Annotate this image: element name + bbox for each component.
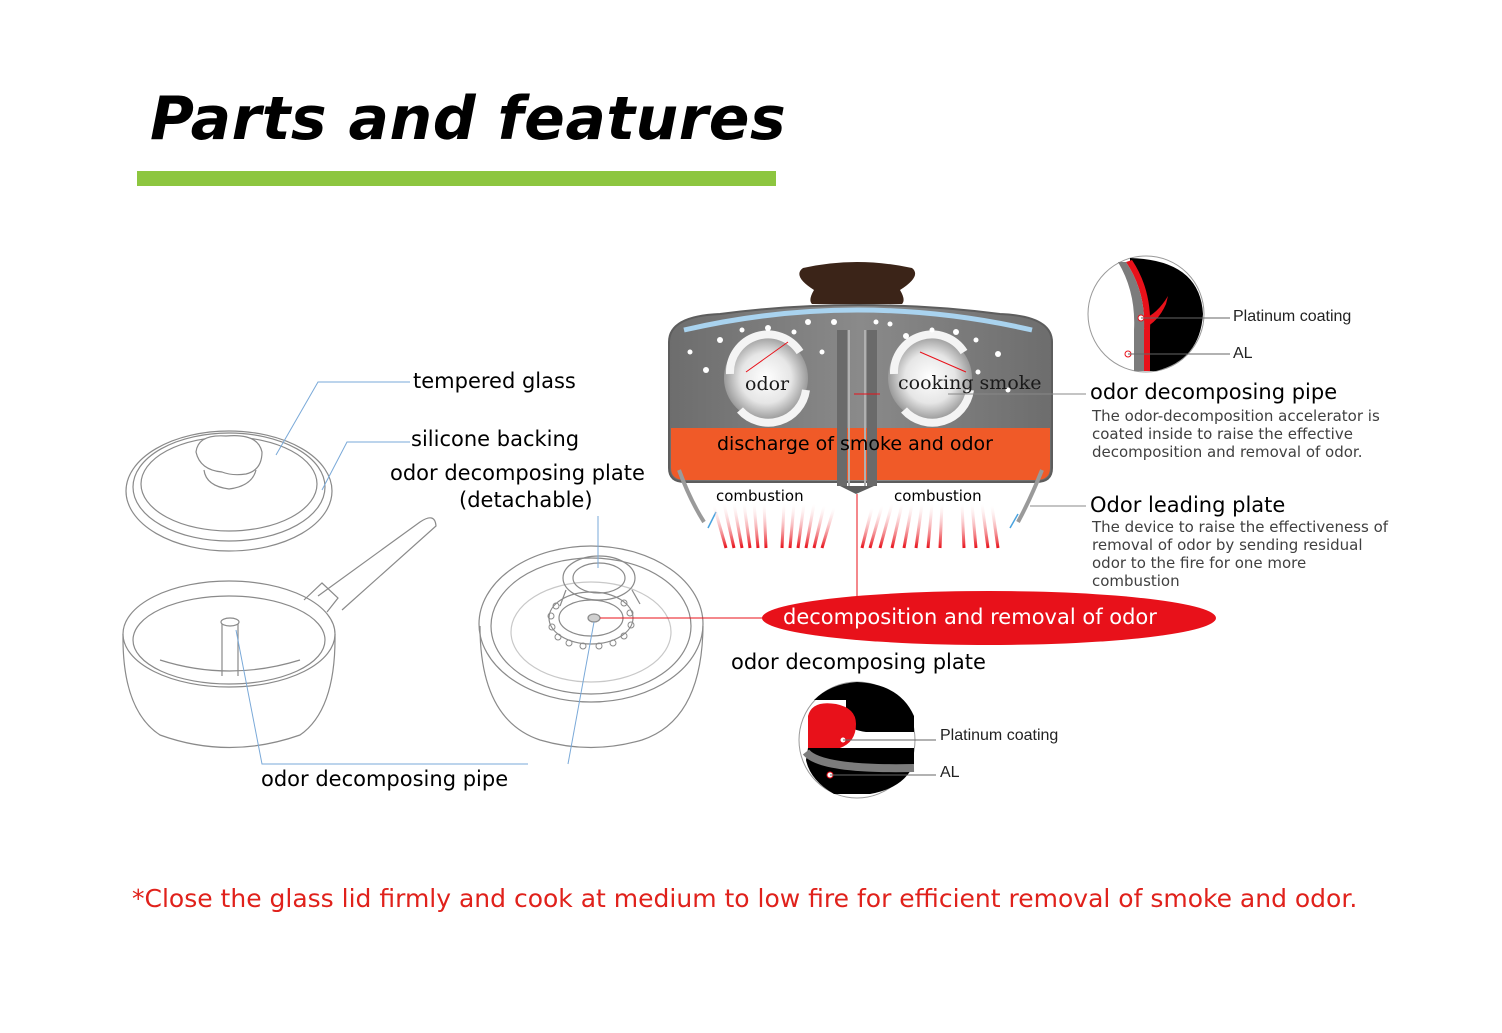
label-odor-pipe: odor decomposing pipe <box>261 767 509 791</box>
label-odor-plate-bottom: odor decomposing plate <box>731 650 986 674</box>
label-silicone-backing: silicone backing <box>411 427 580 451</box>
label-tempered-glass: tempered glass <box>413 369 576 393</box>
bottom-coating-callout <box>798 681 936 799</box>
label-bottom-al: AL <box>940 764 960 781</box>
label-bottom-platinum: Platinum coating <box>940 727 1059 744</box>
bottom-note: *Close the glass lid firmly and cook at … <box>132 884 1358 913</box>
highlight-oval <box>762 591 1216 645</box>
plate-pan-drawing <box>478 545 704 749</box>
label-top-al: AL <box>1233 345 1253 362</box>
flames-left <box>712 503 836 549</box>
saucepan-body-drawing <box>122 517 437 749</box>
label-discharge: discharge of smoke and odor <box>717 433 993 455</box>
title-underline-bar <box>137 171 776 186</box>
label-combustion-right: combustion <box>894 487 982 505</box>
flames-right <box>860 503 1000 549</box>
label-cooking-smoke: cooking smoke <box>898 372 1042 394</box>
cross-section-pot <box>668 262 1053 529</box>
label-combustion-left: combustion <box>716 487 804 505</box>
label-odor-plate: odor decomposing plate <box>390 461 645 485</box>
label-top-platinum: Platinum coating <box>1233 308 1352 325</box>
page-title: Parts and features <box>150 84 787 154</box>
highlight-text: decomposition and removal of odor <box>783 605 1157 629</box>
left-leader-lines <box>235 381 599 765</box>
heading-odor-pipe: odor decomposing pipe <box>1090 380 1338 404</box>
plate-holes <box>547 599 635 650</box>
label-odor-plate-detachable: (detachable) <box>459 488 593 512</box>
top-coating-callout <box>1087 255 1230 373</box>
label-odor: odor <box>745 373 790 395</box>
desc-leading-plate: The device to raise the effectiveness of… <box>1092 518 1389 590</box>
saucepan-lid-drawing <box>125 430 333 552</box>
heading-leading-plate: Odor leading plate <box>1090 493 1286 517</box>
desc-odor-pipe: The odor-decomposition accelerator is co… <box>1092 407 1380 461</box>
